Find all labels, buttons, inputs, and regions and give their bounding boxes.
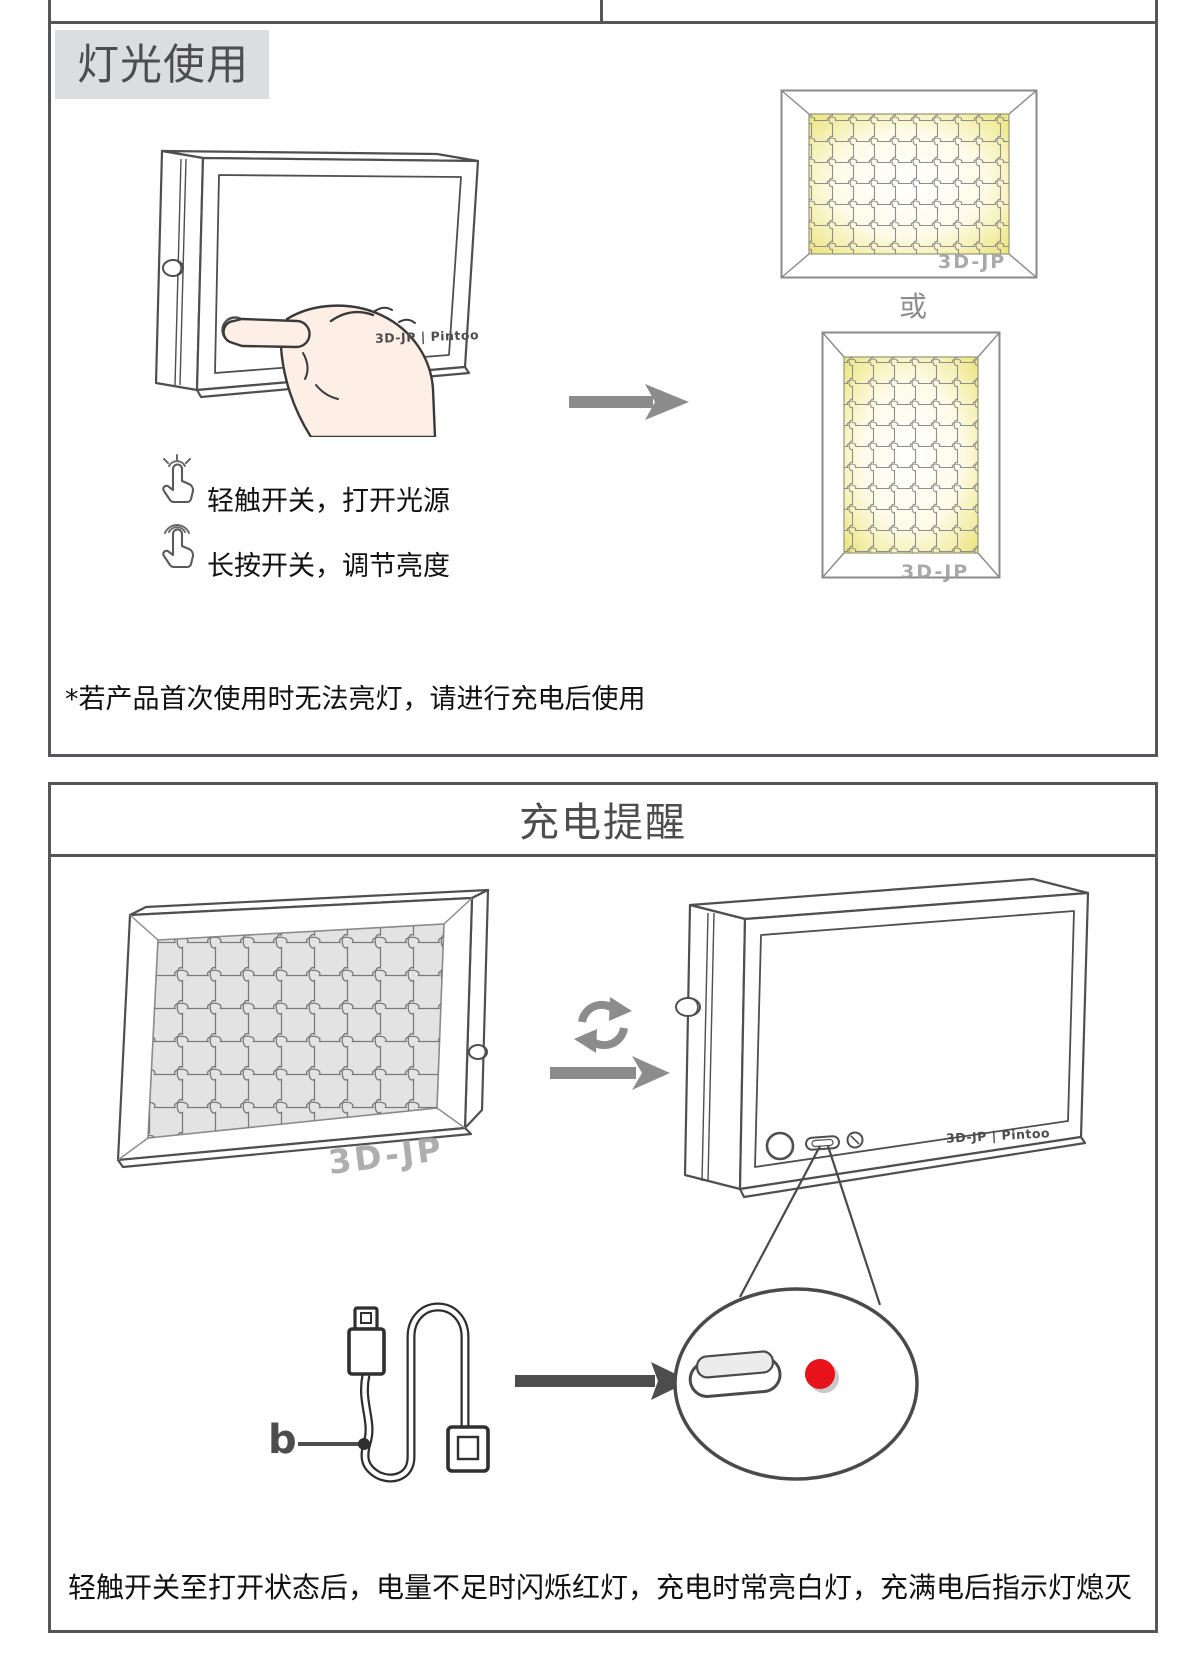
usb-cable-illustration	[347, 1302, 490, 1483]
previous-section-remnant	[48, 0, 1158, 21]
led-indicator-zoomed	[805, 1359, 839, 1393]
cable-label-anchor-dot	[358, 1438, 370, 1450]
cable-label-leader-line	[298, 1442, 360, 1446]
section-title-light-label: 灯光使用	[77, 40, 250, 89]
long-press-icon	[153, 518, 197, 568]
charging-caption: 轻触开关至打开状态后，电量不足时闪烁红灯，充电时常亮白灯，充满电后指示灯熄灭	[67, 1571, 1132, 1604]
watermark-portrait: 3D-JP	[901, 561, 970, 583]
usb-c-port-icon	[805, 1135, 840, 1151]
pressing-hand-illustration	[222, 304, 437, 437]
watermark-landscape: 3D-JP	[938, 251, 1007, 273]
instruction-long-press: 长按开关，调节亮度	[207, 551, 450, 582]
arrow-right-icon-3	[515, 1362, 690, 1400]
instruction-tap: 轻触开关，打开光源	[207, 486, 450, 517]
remnant-divider	[600, 0, 603, 21]
arrow-right-icon-2	[550, 1056, 670, 1090]
section-title-charging: 充电提醒	[519, 800, 687, 846]
frame-back-with-hand-illustration	[154, 149, 480, 437]
cable-label: b	[268, 1417, 297, 1463]
lit-puzzle-portrait	[821, 331, 1001, 579]
first-use-note: *若产品首次使用时无法亮灯，请进行充电后使用	[65, 684, 646, 715]
lit-puzzle-landscape	[780, 89, 1038, 279]
section-title-light: 灯光使用	[55, 30, 269, 99]
flip-over-icon	[574, 997, 632, 1053]
tap-icon	[153, 453, 197, 503]
light-usage-section: 灯光使用	[48, 21, 1158, 757]
usb-c-port-zoomed	[688, 1350, 782, 1398]
led-indicator-icon	[846, 1131, 864, 1149]
touch-switch-button-back	[765, 1131, 795, 1161]
header-divider	[51, 854, 1155, 857]
puzzle-frame-back-illustration	[675, 877, 1090, 1199]
puzzle-frame-front-illustration	[116, 888, 490, 1169]
magnifier-callout	[673, 1287, 919, 1481]
arrow-right-icon	[569, 384, 689, 420]
or-label: 或	[898, 290, 927, 323]
magnifier-callout-lines	[739, 1145, 882, 1306]
